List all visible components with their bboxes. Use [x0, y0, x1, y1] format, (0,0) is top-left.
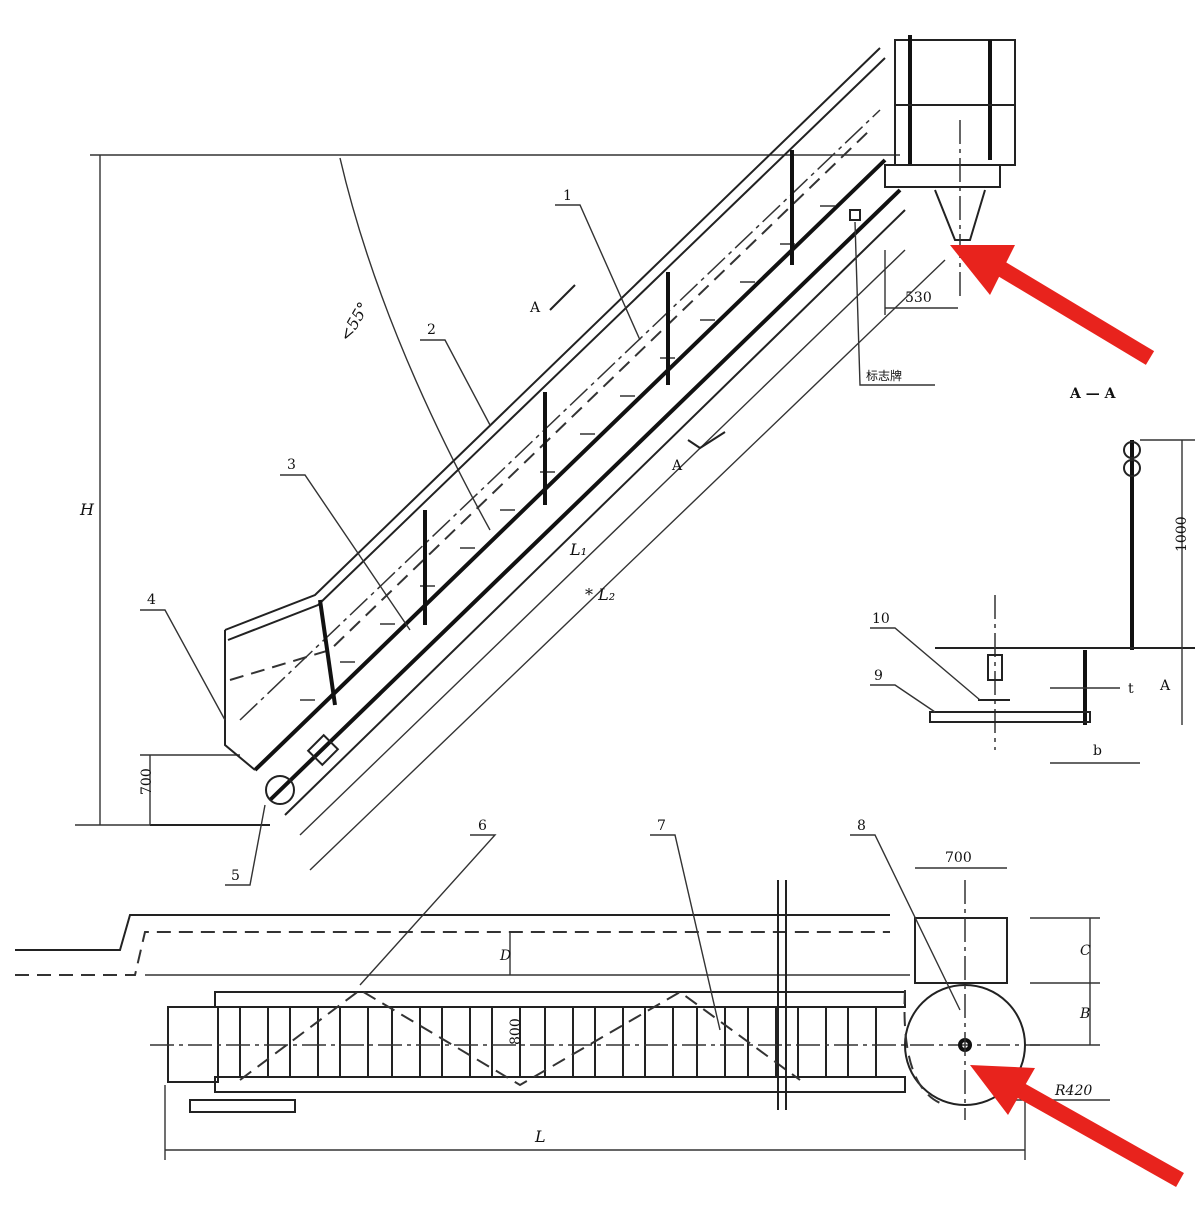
annotation-arrow-top: [950, 245, 1155, 365]
steps: [300, 205, 835, 701]
part-label-9: 9: [874, 668, 883, 684]
offset-b: B: [1079, 1006, 1090, 1022]
part-label-1: 1: [563, 188, 572, 204]
section-a-a: A — A 1000 A t b 10 9: [870, 386, 1195, 764]
offset-c: C: [1080, 943, 1091, 959]
part-label-2: 2: [427, 322, 436, 338]
section-marker-2: A: [671, 458, 683, 474]
ladder-width: 800: [508, 1018, 524, 1045]
sign-label: 标志牌: [866, 369, 902, 383]
part-label-8: 8: [857, 818, 866, 834]
platform-offset: 530: [905, 290, 932, 306]
width-label: b: [1093, 743, 1102, 759]
side-view: H <55° 700: [75, 35, 1016, 886]
depth-label: A: [1159, 678, 1171, 694]
thickness-label: t: [1128, 681, 1134, 697]
plan-view: D 800 700 C B R420 L: [15, 818, 1110, 1160]
part-label-6: 6: [478, 818, 487, 834]
section-title: A — A: [1069, 386, 1117, 402]
offset-d: D: [499, 948, 511, 964]
part-label-5: 5: [231, 868, 240, 884]
height-label: H: [79, 500, 95, 519]
section-marker-1: A: [529, 300, 541, 316]
platform-width: 700: [945, 850, 972, 866]
annotation-arrow-bottom: [970, 1065, 1184, 1187]
rail-height: 1000: [1174, 516, 1190, 552]
length-label-1: L₁: [569, 540, 587, 559]
length-label: L: [534, 1127, 546, 1146]
turntable-radius: R420: [1054, 1083, 1092, 1099]
part-label-4: 4: [147, 592, 156, 608]
stanchions: [318, 150, 794, 706]
part-label-7: 7: [657, 818, 666, 834]
upper-platform: [884, 35, 1016, 300]
part-label-3: 3: [287, 457, 296, 473]
bottom-height: 700: [139, 768, 155, 795]
part-label-10: 10: [872, 611, 890, 627]
length-label-2: * L₂: [585, 585, 615, 604]
angle-label: <55°: [336, 299, 373, 345]
